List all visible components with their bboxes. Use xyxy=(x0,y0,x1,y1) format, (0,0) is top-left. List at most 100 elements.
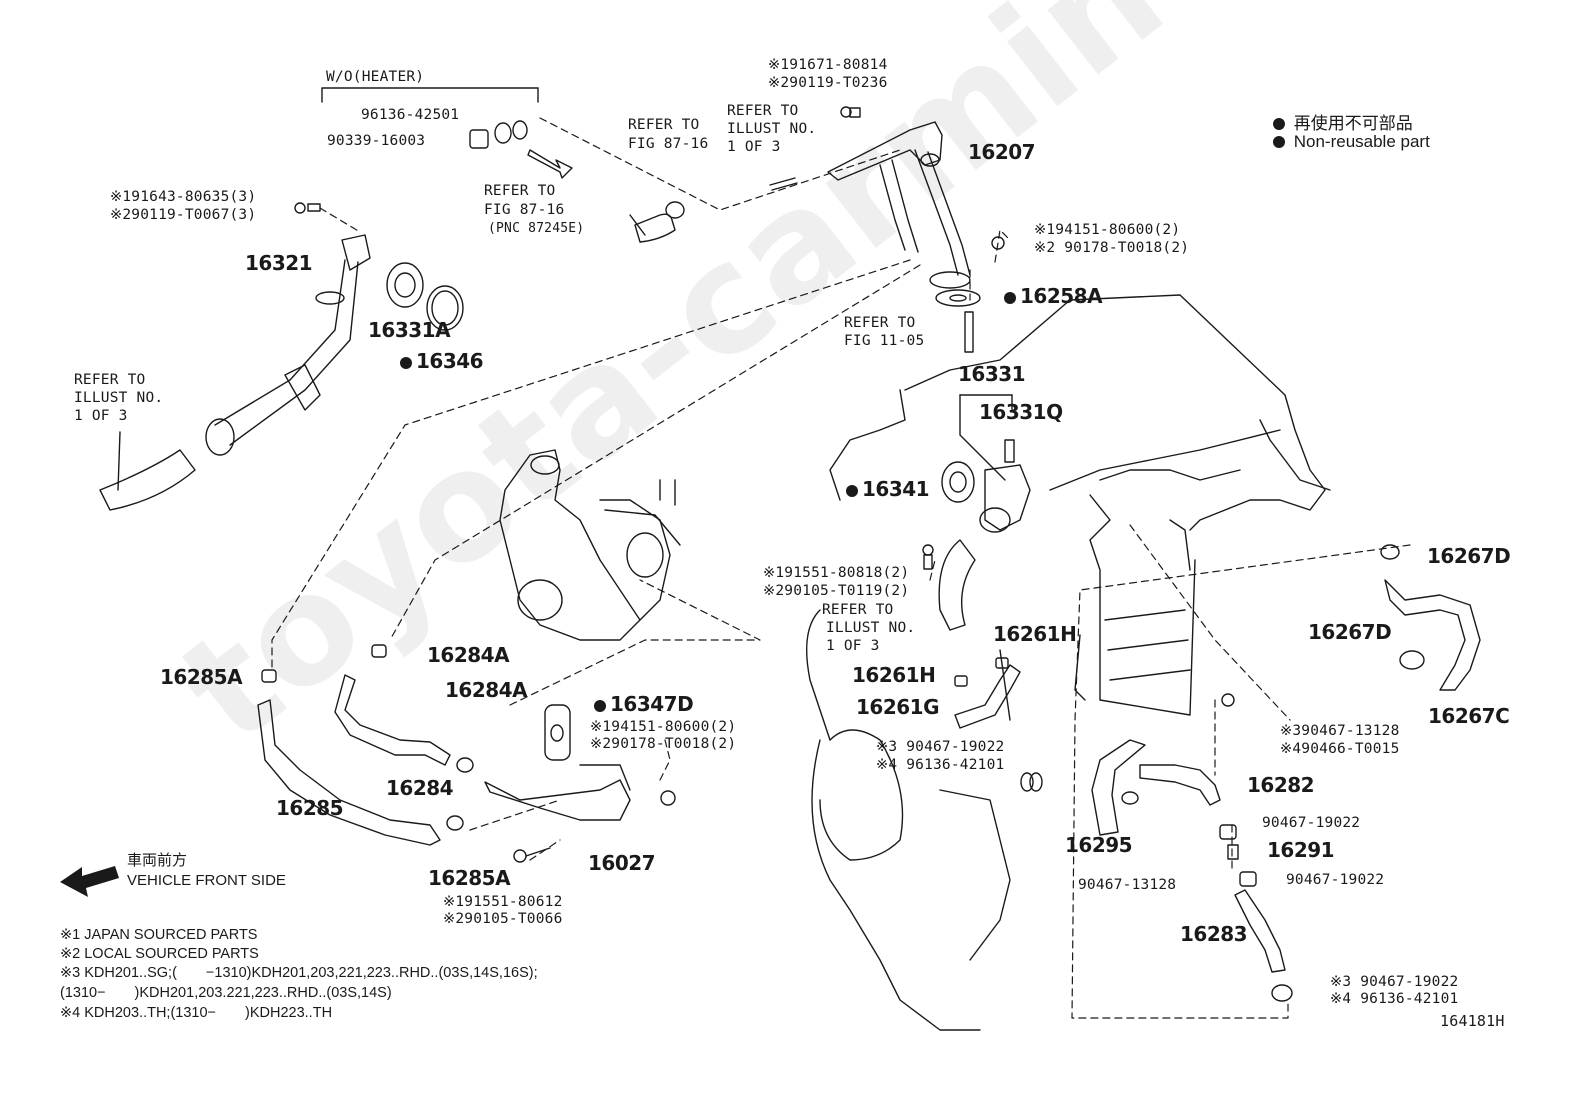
refer-fig-87-16-pnc-line2: FIG 87-16 xyxy=(484,202,565,218)
part-number-194151-80600-bottom[interactable]: ※194151-80600(2) xyxy=(590,719,737,735)
refer-illust-mid-line1: REFER TO xyxy=(822,602,894,618)
non-reusable-bullet-icon xyxy=(1004,292,1016,304)
part-16284A-lower[interactable]: 16284A xyxy=(445,678,528,702)
part-number-390467-13128[interactable]: ※390467-13128 xyxy=(1280,723,1400,739)
part-number-90467-19022-b[interactable]: 90467-19022 xyxy=(1286,872,1385,888)
part-16258A-text: 16258A xyxy=(1020,284,1103,308)
part-number-290119-t0236[interactable]: ※290119-T0236 xyxy=(768,75,888,91)
footnote-1: ※1 JAPAN SOURCED PARTS xyxy=(60,927,258,943)
part-16331[interactable]: 16331 xyxy=(958,362,1026,386)
part-16261H-lower[interactable]: 16261H xyxy=(852,663,936,687)
dashed-guide-lines xyxy=(272,118,1410,1018)
part-16341-text: 16341 xyxy=(862,477,930,501)
part-number-96136-42501[interactable]: 96136-42501 xyxy=(361,107,460,123)
part-16285A-upper[interactable]: 16285A xyxy=(160,665,243,689)
non-reusable-bullet-icon xyxy=(1273,118,1285,130)
hose-16282 xyxy=(1140,765,1220,805)
part-number-290105-t0119[interactable]: ※290105-T0119(2) xyxy=(763,583,910,599)
part-number-191643-80635[interactable]: ※191643-80635(3) xyxy=(110,189,257,205)
part-16346-text: 16346 xyxy=(416,349,484,373)
part-number-496136-42101-b[interactable]: ※4 96136-42101 xyxy=(1330,991,1459,1007)
part-number-496136-42101[interactable]: ※4 96136-42101 xyxy=(876,757,1005,773)
fitting-16291 xyxy=(1220,825,1256,886)
part-number-290178-t0018-top[interactable]: ※2 90178-T0018(2) xyxy=(1034,240,1190,256)
refer-illust-top-line2: ILLUST NO. xyxy=(727,121,817,137)
heater-pipe-16207 xyxy=(770,122,970,288)
part-16321[interactable]: 16321 xyxy=(245,251,313,275)
wo-heater-parts xyxy=(470,121,527,148)
wo-heater-bracket xyxy=(322,88,538,102)
non-reusable-bullet-icon xyxy=(400,357,412,369)
part-number-490466-t0015[interactable]: ※490466-T0015 xyxy=(1280,741,1400,757)
part-16267D-lower[interactable]: 16267D xyxy=(1308,620,1392,644)
part-16346[interactable]: 16346 xyxy=(400,349,484,373)
part-16295[interactable]: 16295 xyxy=(1065,833,1133,857)
part-16284[interactable]: 16284 xyxy=(386,776,454,800)
refer-illust-mid-line3: 1 OF 3 xyxy=(826,638,880,654)
refer-fig-87-16-line1: REFER TO xyxy=(628,117,700,133)
gasket-16341 xyxy=(942,462,974,502)
footnote-4: ※4 KDH203..TH;(1310− )KDH223..TH xyxy=(60,1005,333,1021)
refer-illust-mid-line2: ILLUST NO. xyxy=(826,620,916,636)
vehicle-front-en: VEHICLE FRONT SIDE xyxy=(127,872,286,889)
part-number-191551-80818[interactable]: ※191551-80818(2) xyxy=(763,565,910,581)
water-inlet-16331 xyxy=(960,395,1030,532)
refer-illust-left-line3: 1 OF 3 xyxy=(74,408,128,424)
part-16027[interactable]: 16027 xyxy=(588,851,656,875)
hose-16295 xyxy=(1092,740,1145,835)
part-16285A-lower[interactable]: 16285A xyxy=(428,866,511,890)
part-number-290178-t0018-bottom[interactable]: ※290178-T0018(2) xyxy=(590,736,737,752)
label-wo-heater: W/O(HEATER) xyxy=(326,69,425,85)
refer-arrow xyxy=(528,150,572,178)
part-16282[interactable]: 16282 xyxy=(1247,773,1315,797)
part-16285[interactable]: 16285 xyxy=(276,796,344,820)
part-16267D-upper[interactable]: 16267D xyxy=(1427,544,1511,568)
part-number-191671-80814[interactable]: ※191671-80814 xyxy=(768,57,888,73)
part-number-90339-16003[interactable]: 90339-16003 xyxy=(327,133,426,149)
part-16331Q[interactable]: 16331Q xyxy=(979,400,1063,424)
vehicle-front-arrow-shape xyxy=(60,866,119,897)
clamp-390467 xyxy=(1021,773,1042,791)
part-16284A-upper[interactable]: 16284A xyxy=(427,643,510,667)
refer-fig-11-05-line1: REFER TO xyxy=(844,315,916,331)
part-number-90467-19022-a[interactable]: 90467-19022 xyxy=(1262,815,1361,831)
part-number-390467-19022-b[interactable]: ※3 90467-19022 xyxy=(1330,974,1459,990)
part-16261G[interactable]: 16261G xyxy=(856,695,940,719)
part-16347D[interactable]: 16347D xyxy=(594,694,694,714)
thermostat-16331A xyxy=(387,263,423,307)
part-16258A[interactable]: 16258A xyxy=(1004,284,1103,308)
part-16341[interactable]: 16341 xyxy=(846,477,930,501)
part-16207[interactable]: 16207 xyxy=(968,140,1036,164)
hose-16284 xyxy=(335,645,473,772)
part-16283[interactable]: 16283 xyxy=(1180,922,1248,946)
hose-16261G xyxy=(955,658,1020,728)
water-outlet-16321 xyxy=(206,235,370,455)
vehicle-front-jp: 車両前方 xyxy=(127,852,188,869)
part-number-194151-80600-top[interactable]: ※194151-80600(2) xyxy=(1034,222,1181,238)
footnote-2: ※2 LOCAL SOURCED PARTS xyxy=(60,946,259,962)
hose-16283 xyxy=(1235,890,1292,1001)
part-16291[interactable]: 16291 xyxy=(1267,838,1335,862)
refer-fig-87-16-line2: FIG 87-16 xyxy=(628,136,709,152)
part-16261H-upper[interactable]: 16261H xyxy=(993,622,1077,646)
footnote-3-cont: (1310− )KDH201,203.221,223..RHD..(03S,14… xyxy=(60,985,392,1001)
part-number-191551-80612[interactable]: ※191551-80612 xyxy=(443,894,563,910)
part-16331A[interactable]: 16331A xyxy=(368,318,451,342)
legend-en-text: Non-reusable part xyxy=(1293,132,1430,151)
non-reusable-bullet-icon xyxy=(594,700,606,712)
engine-block xyxy=(807,295,1330,1030)
legend-jp-text: 再使用不可部品 xyxy=(1293,114,1413,133)
gasket-16258A xyxy=(936,290,980,352)
footnote-3: ※3 KDH201..SG;( −1310)KDH201,203,221,223… xyxy=(60,965,538,981)
part-number-90467-13128[interactable]: 90467-13128 xyxy=(1078,877,1177,893)
hose-left-illust xyxy=(100,432,195,510)
refer-fig-87-16-pnc-line3: (PNC 87245E) xyxy=(488,221,585,236)
part-number-390467-19022[interactable]: ※3 90467-19022 xyxy=(876,739,1005,755)
part-number-290105-t0066[interactable]: ※290105-T0066 xyxy=(443,911,563,927)
non-reusable-bullet-icon xyxy=(846,485,858,497)
part-number-290119-t0067[interactable]: ※290119-T0067(3) xyxy=(110,207,257,223)
part-16267C[interactable]: 16267C xyxy=(1428,704,1510,728)
refer-fig-87-16-pnc-line1: REFER TO xyxy=(484,183,556,199)
